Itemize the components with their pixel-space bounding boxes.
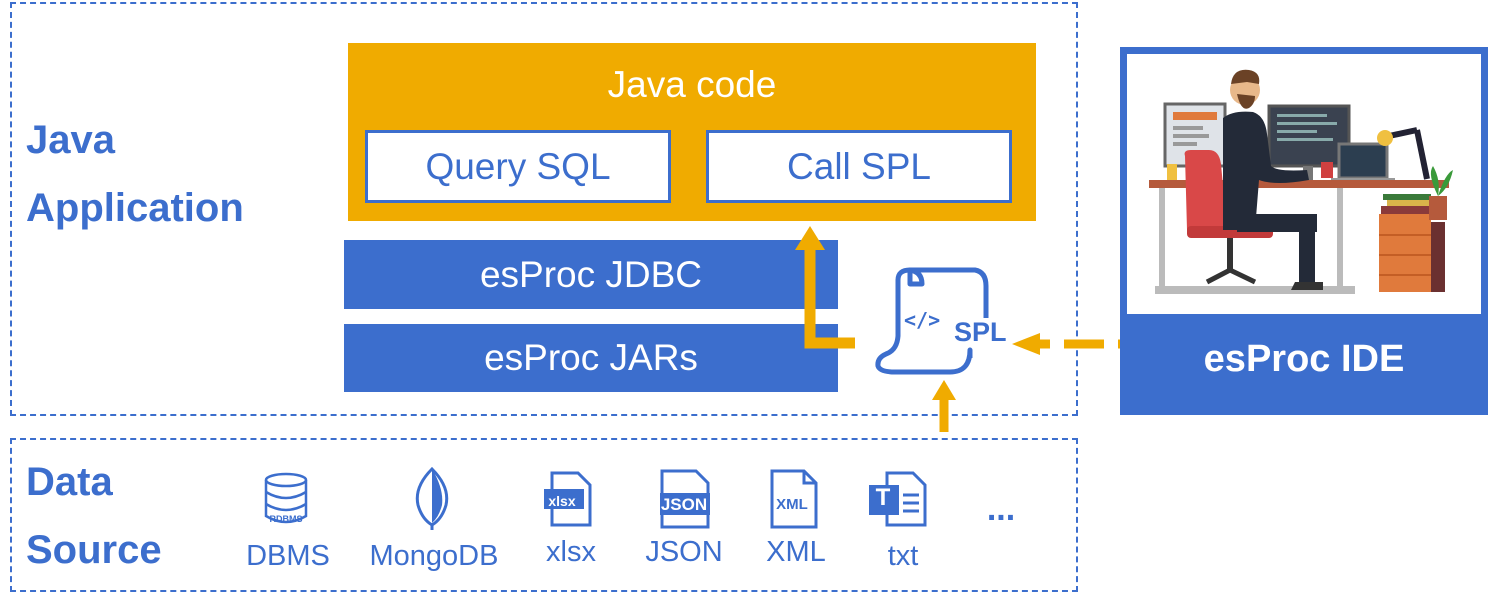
java-application-label: Java Application <box>26 106 244 242</box>
mongodb-leaf-icon <box>404 466 460 532</box>
developer-at-desk-illustration <box>1149 69 1453 294</box>
call-spl-box: Call SPL <box>706 130 1012 203</box>
ide-illustration-frame <box>1127 54 1481 314</box>
xlsx-icon-text: xlsx <box>548 493 576 509</box>
data-source-more-ellipsis: ... <box>986 490 1016 528</box>
xml-file-icon <box>764 468 824 530</box>
esproc-jdbc-bar: esProc JDBC <box>344 240 838 309</box>
esproc-jars-bar: esProc JARs <box>344 324 838 392</box>
database-icon <box>255 470 317 530</box>
esproc-jdbc-label: esProc JDBC <box>479 253 703 295</box>
data-source-json-label: JSON <box>645 536 723 568</box>
java-code-title: Java code <box>607 64 777 105</box>
spl-script-icon <box>875 267 989 375</box>
data-source-xlsx-label: xlsx <box>546 536 596 568</box>
query-sql-box: Query SQL <box>365 130 671 203</box>
data-source-container <box>10 438 1078 592</box>
query-sql-label: Query SQL <box>425 145 611 187</box>
data-source-label-line2: Source <box>26 528 162 572</box>
spl-code-glyph: </> <box>904 308 941 332</box>
data-source-xml-label: XML <box>766 536 826 568</box>
datasource-to-spl-arrow <box>932 380 956 432</box>
data-source-txt-label: txt <box>887 540 919 572</box>
json-file-icon <box>652 468 716 530</box>
data-source-mongodb-label: MongoDB <box>369 540 499 572</box>
java-application-container <box>10 2 1078 416</box>
data-source-label: Data Source <box>26 448 162 584</box>
esproc-ide-label: esProc IDE <box>1203 338 1405 380</box>
java-application-label-line2: Application <box>26 186 244 230</box>
database-icon-text: RDBMS <box>269 514 303 524</box>
json-icon-text: JSON <box>660 495 708 514</box>
xml-icon-text: XML <box>776 496 808 513</box>
txt-icon-text: T <box>875 484 891 511</box>
xlsx-file-icon <box>538 470 598 528</box>
call-spl-arrow <box>795 226 855 349</box>
java-application-label-line1: Java <box>26 118 115 162</box>
esproc-jars-label: esProc JARs <box>484 337 698 378</box>
data-source-dbms-label: DBMS <box>246 540 330 572</box>
data-source-label-line1: Data <box>26 460 113 504</box>
call-spl-label: Call SPL <box>787 145 931 187</box>
txt-file-icon <box>866 470 928 528</box>
spl-label: SPL <box>954 317 1007 347</box>
